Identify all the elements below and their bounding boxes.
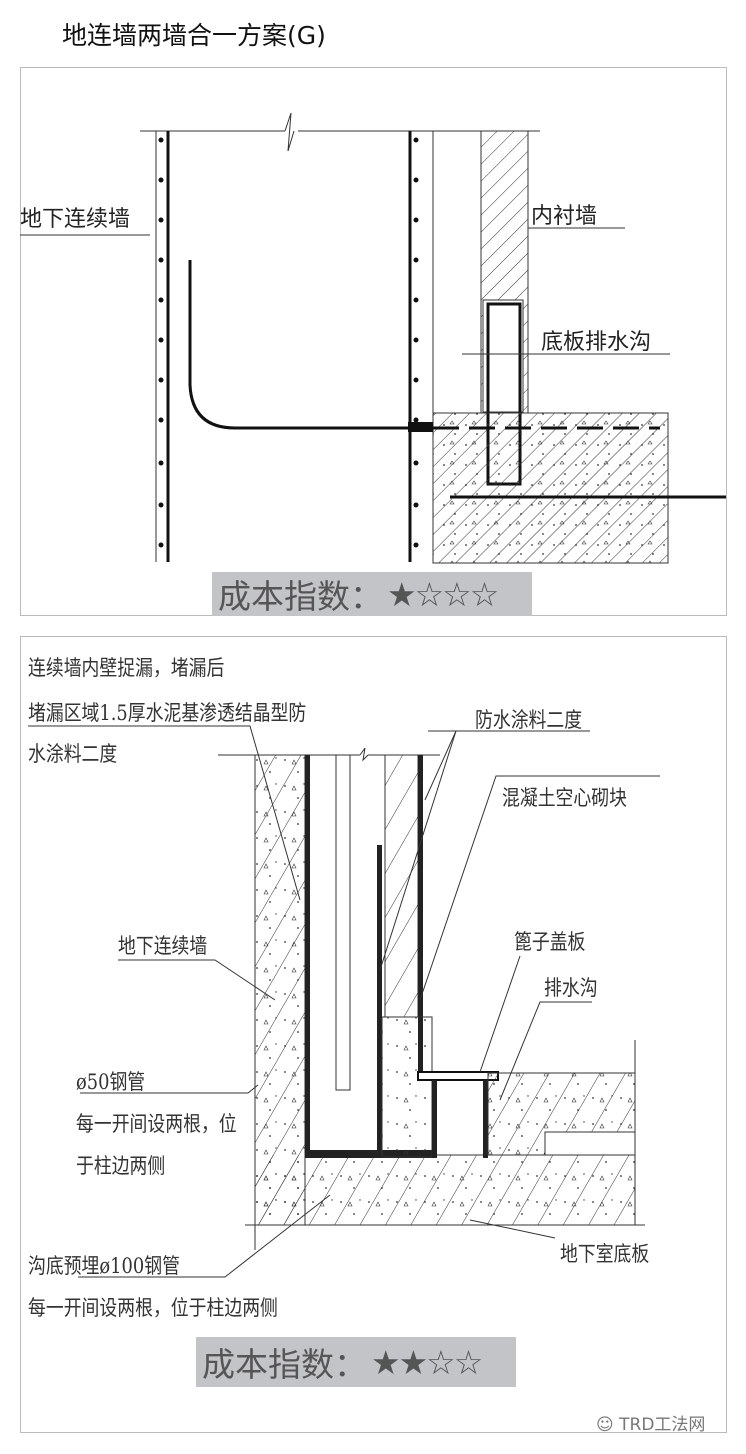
label-pipe100: 沟底预埋ø100钢管 (28, 1254, 180, 1278)
page-title: 地连墙两墙合一方案(G) (62, 21, 326, 50)
label-note-line2: 堵漏区域1.5厚水泥基渗透结晶型防 (28, 701, 307, 725)
label-diaphragm-wall: 地下连续墙 (118, 934, 208, 958)
cost-label: 成本指数： (202, 1345, 367, 1384)
cost-index-2: 成本指数： ★★☆☆ (196, 1337, 516, 1387)
label-waterproof-coating: 防水涂料二度 (475, 708, 583, 732)
label-note-line1: 连续墙内壁捉漏，堵漏后 (28, 656, 225, 680)
cost-label: 成本指数： (218, 577, 383, 616)
label-drain: 排水沟 (544, 976, 598, 1000)
label-pipe100-note: 每一开间设两根，位于柱边两侧 (28, 1296, 278, 1320)
label-grate-cover: 篦子盖板 (514, 930, 586, 954)
label-lining-wall: 内衬墙 (531, 204, 598, 229)
label-hollow-block: 混凝土空心砌块 (502, 786, 627, 810)
panel-scheme-2 (20, 636, 727, 1433)
label-note-line3: 水涂料二度 (28, 742, 118, 766)
cost-stars-rating: ★☆☆☆ (387, 574, 499, 614)
label-pipe50: ø50钢管 (76, 1070, 146, 1094)
label-pipe50-note1: 每一开间设两根，位 (76, 1112, 237, 1136)
wechat-icon: ☺ (596, 1415, 614, 1435)
cost-stars-rating: ★★☆☆ (371, 1342, 483, 1382)
watermark: ☺ TRD工法网 (596, 1410, 705, 1435)
label-diaphragm-wall: 地下连续墙 (20, 207, 131, 232)
watermark-text: TRD工法网 (619, 1415, 706, 1435)
cost-index-1: 成本指数： ★☆☆☆ (212, 572, 532, 616)
label-base-slab: 地下室底板 (560, 1242, 650, 1266)
section-drawing-1 (20, 112, 726, 564)
label-pipe50-note2: 于柱边两侧 (76, 1154, 166, 1178)
label-bottom-drain: 底板排水沟 (541, 330, 652, 355)
